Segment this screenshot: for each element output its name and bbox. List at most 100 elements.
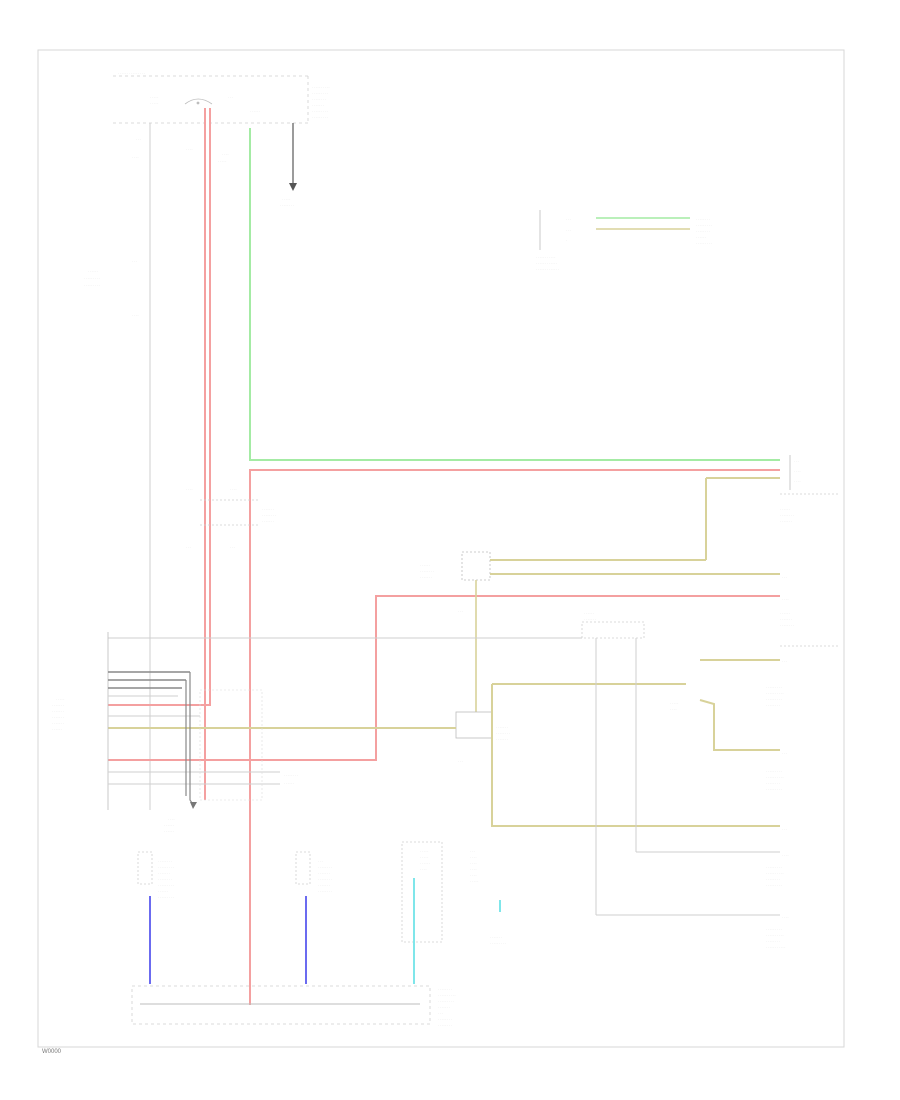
svg-text:· · · · · · · · ·: · · · · · · · · · bbox=[766, 697, 782, 701]
svg-text:· · · · · · ·: · · · · · · · bbox=[52, 703, 64, 707]
junction-box-bottom: · · · · · · · · · · · · · · · · · · · · … bbox=[131, 985, 456, 1027]
svg-text:· · · · · · · ·: · · · · · · · · bbox=[438, 1023, 452, 1027]
bottom-module-2: · · · · · · · · · · · · · · · · · · · · … bbox=[295, 851, 332, 984]
svg-text:· · · · · · · ·: · · · · · · · · bbox=[766, 877, 780, 881]
svg-text:· · ·: · · · bbox=[228, 95, 233, 99]
svg-text:· · · · · · ·: · · · · · · · bbox=[780, 519, 792, 523]
svg-text:· · · · · · ·: · · · · · · · bbox=[312, 103, 324, 107]
svg-text:· · · · · · ·: · · · · · · · bbox=[52, 721, 64, 725]
svg-text:· · · · · · · · ·: · · · · · · · · · bbox=[766, 865, 782, 869]
svg-text:· · · · ·: · · · · · bbox=[420, 855, 428, 859]
svg-text:· · · · · · · · ·: · · · · · · · · · bbox=[766, 927, 782, 931]
svg-text:· · · ·: · · · · bbox=[782, 597, 789, 601]
svg-text:· · · · · · · ·: · · · · · · · · bbox=[318, 877, 332, 881]
svg-text:·: · bbox=[566, 238, 567, 242]
relay-junction: · · · · · · · · · · · · · · · · · · · · … bbox=[186, 487, 276, 549]
wire-green: · · · · · · · · · bbox=[218, 128, 780, 461]
svg-text:· · · · · · · ·: · · · · · · · · bbox=[780, 513, 794, 517]
svg-text:· · · · · · · · ·: · · · · · · · · · bbox=[312, 115, 328, 119]
svg-text:· · · · · · ·: · · · · · · · bbox=[780, 617, 792, 621]
connector-right-top: · · · · · · · · · · · · · · · · · · · · … bbox=[705, 455, 840, 560]
svg-text:· · · · · · ·: · · · · · · · bbox=[52, 715, 64, 719]
svg-text:· · · · · · · ·: · · · · · · · · bbox=[280, 203, 294, 207]
svg-text:· · ·: · · · bbox=[438, 1011, 443, 1015]
svg-text:· · · · · · · ·: · · · · · · · · bbox=[766, 781, 780, 785]
svg-text:· · · ·: · · · · bbox=[222, 152, 229, 156]
svg-text:· · · · · · ·: · · · · · · · bbox=[262, 519, 274, 523]
svg-text:· · · · · · · · ·: · · · · · · · · · bbox=[158, 883, 174, 887]
wire-red-main: · · · · bbox=[108, 108, 211, 800]
svg-text:· · · · ·: · · · · · bbox=[56, 697, 64, 701]
svg-text:· · · · ·: · · · · · bbox=[218, 159, 226, 163]
svg-text:· · · · · · · · ·: · · · · · · · · · bbox=[766, 787, 782, 791]
figure-code: W0000 bbox=[42, 1049, 62, 1055]
svg-text:· · · · · · · ·: · · · · · · · · bbox=[438, 987, 452, 991]
svg-text:· · ·: · · · bbox=[782, 827, 787, 831]
svg-text:· · · ·: · · · · bbox=[470, 855, 477, 859]
svg-text:· · ·: · · · bbox=[782, 659, 787, 663]
svg-text:· · · · · · · · · · · · · · ·: · · · · · · · · · · · · · · · bbox=[118, 71, 145, 75]
svg-text:· · · · ·: · · · · · bbox=[670, 701, 678, 705]
svg-text:· · · · · · · · ·: · · · · · · · · · bbox=[84, 276, 100, 280]
svg-text:· · · · · · · ·: · · · · · · · · bbox=[312, 97, 326, 101]
svg-text:· · · ·: · · · · bbox=[230, 487, 237, 491]
svg-text:· · · · · · · · · · ·: · · · · · · · · · · · bbox=[766, 945, 785, 949]
svg-text:· · · ·: · · · · bbox=[186, 487, 193, 491]
svg-text:· · · · · · · · ·: · · · · · · · · · bbox=[312, 109, 328, 113]
wire-gray-left: · · · · · · · · · · · · · · · · · · · · … bbox=[84, 123, 151, 810]
svg-text:· · ·: · · · bbox=[566, 228, 571, 232]
svg-text:· · · · · · · · ·: · · · · · · · · · bbox=[312, 91, 328, 95]
svg-text:· · · · ·: · · · · · bbox=[470, 879, 478, 883]
fuse-box-top: · · · · · · · · · · · · · · · · · · · · … bbox=[113, 71, 330, 124]
svg-text:· · · · · · · ·: · · · · · · · · bbox=[496, 731, 510, 735]
svg-text:· · · · · ·: · · · · · · bbox=[250, 109, 260, 113]
svg-text:· · · · · · · · ·: · · · · · · · · · bbox=[766, 883, 782, 887]
svg-text:· · · · · ·: · · · · · · bbox=[420, 861, 430, 865]
svg-text:· · ·: · · · bbox=[136, 137, 141, 141]
svg-text:· · · · · ·: · · · · · · bbox=[780, 611, 790, 615]
svg-text:· · · · · · ·: · · · · · · · bbox=[318, 871, 330, 875]
svg-text:· · · · · · · ·: · · · · · · · · bbox=[696, 229, 710, 233]
svg-text:· · · · · · · ·: · · · · · · · · bbox=[318, 865, 332, 869]
control-module-center: · · · · · · · · · · · · · · · · · · · · … bbox=[108, 683, 780, 827]
svg-text:· · · · · ·: · · · · · · bbox=[696, 235, 706, 239]
svg-text:· · · · · · ·: · · · · · · · bbox=[584, 617, 596, 621]
diagram-frame bbox=[37, 49, 845, 1048]
svg-text:· · · · · · · · · ·: · · · · · · · · · · bbox=[766, 933, 784, 937]
svg-text:· · · · · · · · ·: · · · · · · · · · bbox=[158, 865, 174, 869]
svg-text:· · · · · · ·: · · · · · · · bbox=[158, 871, 170, 875]
svg-text:· · · ·: · · · · bbox=[782, 915, 789, 919]
svg-text:· · ·: · · · bbox=[458, 759, 463, 763]
bottom-module-3: · · · · · · · · · · · · · · · · · · · · … bbox=[401, 841, 506, 984]
svg-text:· · · · · · · · · · · ·: · · · · · · · · · · · · bbox=[536, 261, 557, 265]
svg-text:· · · · · · · ·: · · · · · · · · bbox=[780, 623, 794, 627]
svg-text:· · · · · · · ·: · · · · · · · · bbox=[158, 877, 172, 881]
svg-text:· · ·: · · · bbox=[458, 609, 463, 613]
svg-text:· · · ·: · · · · bbox=[794, 469, 801, 473]
svg-text:· · · · · · · ·: · · · · · · · · bbox=[766, 939, 780, 943]
right-labels: · · · · · · · · · · · · · · · · · · · · … bbox=[766, 575, 840, 949]
switch-group-right: · · · · · · · · · · · · · bbox=[108, 611, 780, 916]
switch-unit-center: · · · · · · · · · · · · · · · · · · · · … bbox=[420, 551, 780, 712]
svg-text:· · · · · · ·: · · · · · · · bbox=[496, 725, 508, 729]
connector-left-block: · · · · · · · · · · · · · · · · · · · · … bbox=[52, 632, 298, 833]
svg-text:· · · · · · · ·: · · · · · · · · bbox=[438, 1017, 452, 1021]
svg-text:· · · ·: · · · · bbox=[794, 479, 801, 483]
svg-text:· · · ·: · · · · bbox=[782, 853, 789, 857]
svg-text:· · · · · ·: · · · · · · bbox=[158, 889, 168, 893]
svg-text:· · · · · · ·: · · · · · · · bbox=[438, 1005, 450, 1009]
svg-text:· · · · · · ·: · · · · · · · bbox=[496, 737, 508, 741]
svg-text:· · ·: · · · bbox=[230, 545, 235, 549]
svg-text:· · · · · · · · · ·: · · · · · · · · · · bbox=[312, 85, 330, 89]
wire-yellow-right: · · · · · · · · · bbox=[670, 659, 780, 751]
svg-text:· · · · · · · · · ·: · · · · · · · · · · bbox=[766, 775, 784, 779]
svg-text:· · · · · ·: · · · · · · bbox=[52, 727, 62, 731]
svg-text:· · ·: · · · bbox=[782, 751, 787, 755]
svg-text:· · · · · ·: · · · · · · bbox=[584, 611, 594, 615]
svg-text:· · · · · · · · ·: · · · · · · · · · bbox=[766, 685, 782, 689]
svg-text:· · · · · · · · · ·: · · · · · · · · · · bbox=[766, 691, 784, 695]
svg-text:· · · ·: · · · · bbox=[186, 147, 193, 151]
svg-text:· · · ·: · · · · bbox=[420, 867, 427, 871]
legend-connector: · · · · · · · · · · · · · · · · · · · · … bbox=[536, 210, 712, 271]
